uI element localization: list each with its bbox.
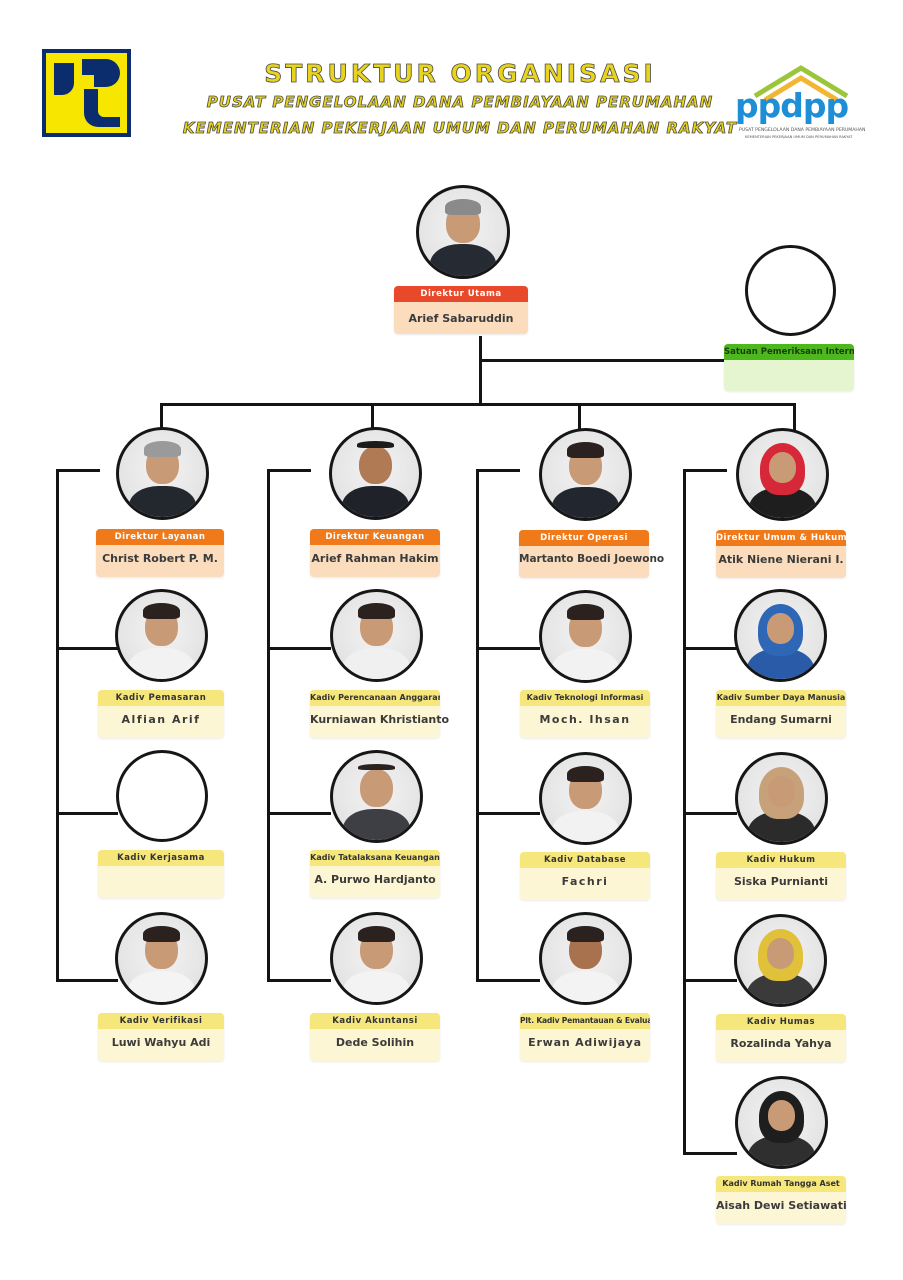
division-head-photo (330, 750, 423, 843)
director-name: Arief Rahman Hakim (311, 552, 439, 565)
division-card: Kadiv Verifikasi Luwi Wahyu Adi (98, 1013, 224, 1061)
division-card: Kadiv Humas Rozalinda Yahya (716, 1014, 846, 1062)
top-director-name: Arief Sabaruddin (408, 312, 514, 325)
division-head-name: Luwi Wahyu Adi (111, 1036, 211, 1049)
division-head-name: Rozalinda Yahya (730, 1037, 832, 1050)
division-card: Kadiv Pemasaran Alfian Arif (98, 690, 224, 738)
division-role: Kadiv Teknologi Informasi (520, 690, 650, 706)
division-card: Kadiv Akuntansi Dede Solihin (310, 1013, 440, 1061)
division-role: Plt. Kadiv Pemantauan & Evaluasi (520, 1013, 650, 1029)
top-director-card: Direktur Utama Arief Sabaruddin (394, 286, 528, 334)
director-card: Direktur Keuangan Arief Rahman Hakim (310, 529, 440, 577)
division-head-photo (330, 589, 423, 682)
division-card: Kadiv Sumber Daya Manusia Endang Sumarni (716, 690, 846, 738)
director-name: Martanto Boedi Joewono (519, 553, 665, 565)
director-role: Direktur Operasi (519, 530, 649, 546)
division-card: Kadiv Perencanaan Anggaran Kurniawan Khr… (310, 690, 450, 738)
division-head-photo-placeholder (116, 750, 208, 842)
roof-icon (753, 65, 849, 102)
spi-photo-placeholder (745, 245, 836, 336)
division-role: Kadiv Sumber Daya Manusia (716, 690, 846, 706)
division-card: Plt. Kadiv Pemantauan & Evaluasi Erwan A… (520, 1013, 650, 1061)
top-director-role: Direktur Utama (394, 286, 528, 302)
division-head-name: Aisah Dewi Setiawati (716, 1199, 847, 1212)
division-role: Kadiv Verifikasi (98, 1013, 224, 1029)
director-card: Direktur Umum & Hukum Atik Niene Nierani… (716, 530, 846, 578)
division-head-name: Erwan Adiwijaya (528, 1036, 642, 1049)
ppdpp-logo-subtitle2: KEMENTERIAN PEKERJAAN UMUM DAN PERUMAHAN… (745, 135, 853, 139)
division-role: Kadiv Perencanaan Anggaran (310, 690, 440, 706)
director-role: Direktur Keuangan (310, 529, 440, 545)
division-card: Kadiv Tatalaksana Keuangan A. Purwo Hard… (310, 850, 440, 898)
division-head-photo (539, 590, 632, 683)
division-head-name: Siska Purnianti (733, 875, 828, 888)
division-role: Kadiv Pemasaran (98, 690, 224, 706)
spi-role: Satuan Pemeriksaan Internal (724, 344, 854, 360)
division-role: Kadiv Database (520, 852, 650, 868)
division-card: Kadiv Kerjasama (98, 850, 224, 898)
division-head-name: Fachri (561, 875, 609, 888)
pupr-logo (42, 49, 131, 137)
division-head-name: Kurniawan Khristianto (310, 713, 450, 726)
division-head-photo (539, 752, 632, 845)
spi-card: Satuan Pemeriksaan Internal (724, 344, 854, 391)
division-head-photo (330, 912, 423, 1005)
division-head-name: Alfian Arif (121, 713, 201, 726)
agency-name: PUSAT PENGELOLAAN DANA PEMBIAYAAN PERUMA… (206, 93, 714, 112)
division-head-photo (734, 914, 827, 1007)
top-director-photo (416, 185, 510, 279)
division-head-photo (735, 1076, 828, 1169)
division-role: Kadiv Humas (716, 1014, 846, 1030)
director-photo (539, 428, 632, 521)
director-name: Atik Niene Nierani I. (718, 553, 844, 566)
division-head-name: A. Purwo Hardjanto (314, 873, 436, 886)
division-role: Kadiv Akuntansi (310, 1013, 440, 1029)
division-role: Kadiv Rumah Tangga Aset (716, 1176, 846, 1192)
division-head-photo (539, 912, 632, 1005)
ppdpp-logo: ppdpp PUSAT PENGELOLAAN DANA PEMBIAYAAN … (735, 62, 865, 142)
division-head-photo (735, 752, 828, 845)
director-role: Direktur Layanan (96, 529, 224, 545)
ministry-name: KEMENTERIAN PEKERJAAN UMUM DAN PERUMAHAN… (182, 119, 738, 138)
division-card: Kadiv Database Fachri (520, 852, 650, 900)
org-chart-title: STRUKTUR ORGANISASI (264, 59, 656, 89)
ppdpp-logo-subtitle: PUSAT PENGELOLAAN DANA PEMBIAYAAN PERUMA… (739, 128, 866, 133)
division-role: Kadiv Tatalaksana Keuangan (310, 850, 440, 866)
director-name: Christ Robert P. M. (102, 552, 218, 565)
division-role: Kadiv Kerjasama (98, 850, 224, 866)
ppdpp-logo-text: ppdpp (735, 86, 849, 125)
division-card: Kadiv Teknologi Informasi Moch. Ihsan (520, 690, 650, 738)
division-head-name: Moch. Ihsan (539, 713, 631, 726)
director-photo (329, 427, 422, 520)
division-head-photo (115, 589, 208, 682)
division-role: Kadiv Hukum (716, 852, 846, 868)
director-card: Direktur Layanan Christ Robert P. M. (96, 529, 224, 577)
director-photo (736, 428, 829, 521)
division-card: Kadiv Rumah Tangga Aset Aisah Dewi Setia… (716, 1176, 847, 1224)
director-card: Direktur Operasi Martanto Boedi Joewono (519, 530, 665, 578)
director-role: Direktur Umum & Hukum (716, 530, 846, 546)
division-head-name: Endang Sumarni (730, 713, 832, 726)
division-head-name: Dede Solihin (335, 1036, 415, 1049)
division-head-photo (115, 912, 208, 1005)
division-card: Kadiv Hukum Siska Purnianti (716, 852, 846, 900)
division-head-photo (734, 589, 827, 682)
director-photo (116, 427, 209, 520)
